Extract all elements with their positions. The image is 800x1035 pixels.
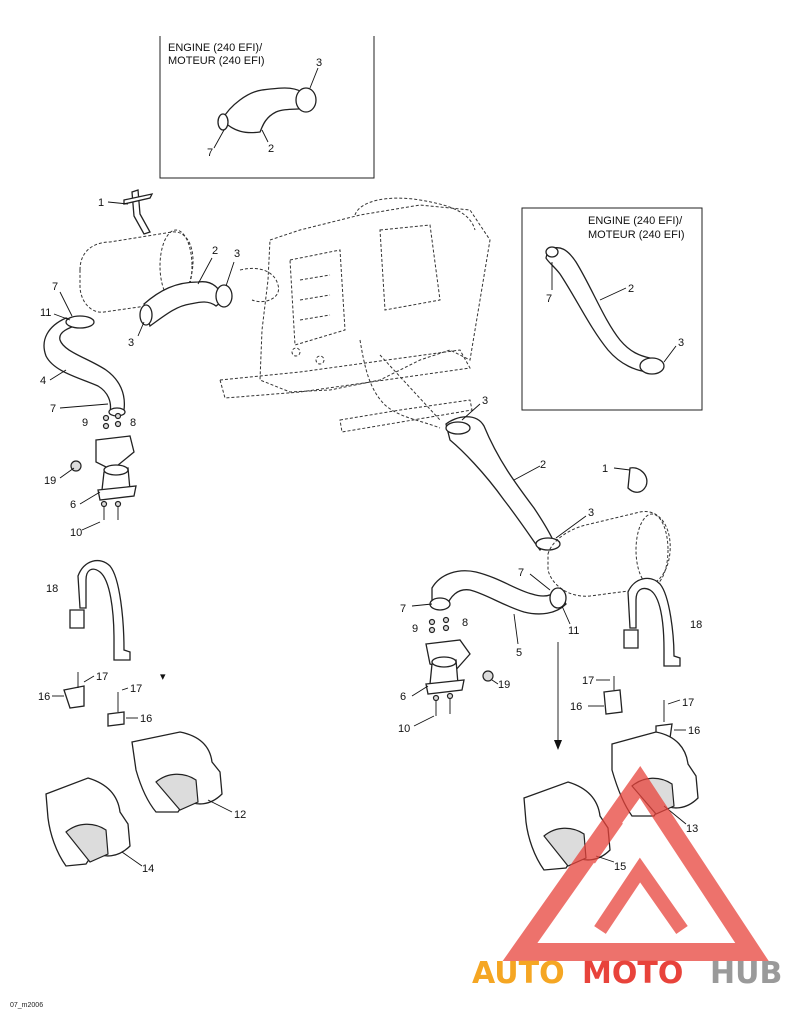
left-exhaust-group [43, 189, 233, 867]
callout-1-right: 1 [602, 463, 608, 475]
callout-7-left-lower: 7 [50, 403, 56, 415]
callout-8-right: 8 [462, 617, 468, 629]
callout-17-left-lower: 17 [130, 683, 142, 695]
inset-right-title-line2: MOTEUR (240 EFI) [588, 229, 685, 241]
inset-top-callout-2: 2 [268, 143, 274, 155]
callout-5-right: 5 [516, 647, 522, 659]
callout-3-left-upper: 3 [234, 248, 240, 260]
callout-13: 13 [686, 823, 698, 835]
callout-16-right-lower: 16 [688, 725, 700, 737]
callout-8-left: 8 [130, 417, 136, 429]
automotohub-logo [502, 766, 769, 961]
inset-right-callout-2: 2 [628, 283, 634, 295]
wordmark-auto: AUTO [472, 956, 565, 991]
inset-right-callout-7: 7 [546, 293, 552, 305]
callout-3-right-lower: 3 [588, 507, 594, 519]
callout-10-left: 10 [70, 527, 82, 539]
callout-19-left: 19 [44, 475, 56, 487]
callout-6-left: 6 [70, 499, 76, 511]
small-marker: ▾ [160, 671, 166, 683]
callout-11-left: 11 [40, 307, 51, 319]
callout-19-right: 19 [498, 679, 510, 691]
callout-16-right-upper: 16 [570, 701, 582, 713]
callout-18-right: 18 [690, 619, 702, 631]
callout-2-left: 2 [212, 245, 218, 257]
drawing-code: 07_m2006 [10, 1002, 43, 1009]
callout-17-right-lower: 17 [682, 697, 694, 709]
callout-16-left-lower: 16 [140, 713, 152, 725]
inset-engine-240-efi-right: ENGINE (240 EFI)/ MOTEUR (240 EFI) 7 2 3 [521, 207, 703, 411]
callout-12: 12 [234, 809, 246, 821]
callout-9-right: 9 [412, 623, 418, 635]
callout-17-right-upper: 17 [582, 675, 594, 687]
callout-6-right: 6 [400, 691, 406, 703]
callout-3-right-upper: 3 [482, 395, 488, 407]
callout-11-right: 11 [568, 625, 579, 637]
callout-2-right: 2 [540, 459, 546, 471]
left-callouts: 1 2 3 3 7 11 4 7 9 8 19 6 10 18 16 17 17… [38, 197, 246, 875]
right-exhaust-group [425, 416, 699, 871]
wordmark-moto: MOTO [582, 956, 683, 991]
inset-engine-240-efi-top: ENGINE (240 EFI)/ MOTEUR (240 EFI) 3 7 2 [159, 36, 375, 179]
callout-14: 14 [142, 863, 154, 875]
inset-right-title-line1: ENGINE (240 EFI)/ [588, 215, 683, 227]
inset-top-callout-7: 7 [207, 147, 213, 159]
callout-10-right: 10 [398, 723, 410, 735]
callout-17-left-upper: 17 [96, 671, 108, 683]
inset-right-callout-3: 3 [678, 337, 684, 349]
inset-top-title-line2: MOTEUR (240 EFI) [168, 55, 265, 67]
inset-top-title-line1: ENGINE (240 EFI)/ [168, 42, 263, 54]
automotohub-wordmark: AUTO MOTO HUB [472, 956, 782, 991]
right-callouts: 3 2 1 3 7 7 11 9 8 5 19 6 10 18 17 16 17… [398, 395, 702, 873]
engine-assembly-outline [219, 197, 491, 433]
callout-3-left-lower: 3 [128, 337, 134, 349]
callout-7-right-upper: 7 [518, 567, 524, 579]
callout-4-left: 4 [40, 375, 46, 387]
callout-1-left: 1 [98, 197, 104, 209]
callout-9-left: 9 [82, 417, 88, 429]
callout-16-left-upper: 16 [38, 691, 50, 703]
callout-18-left: 18 [46, 583, 58, 595]
inset-top-callout-3: 3 [316, 57, 322, 69]
callout-15: 15 [614, 861, 626, 873]
callout-7-left-upper: 7 [52, 281, 58, 293]
wordmark-hub: HUB [710, 956, 782, 991]
callout-7-right-lower: 7 [400, 603, 406, 615]
